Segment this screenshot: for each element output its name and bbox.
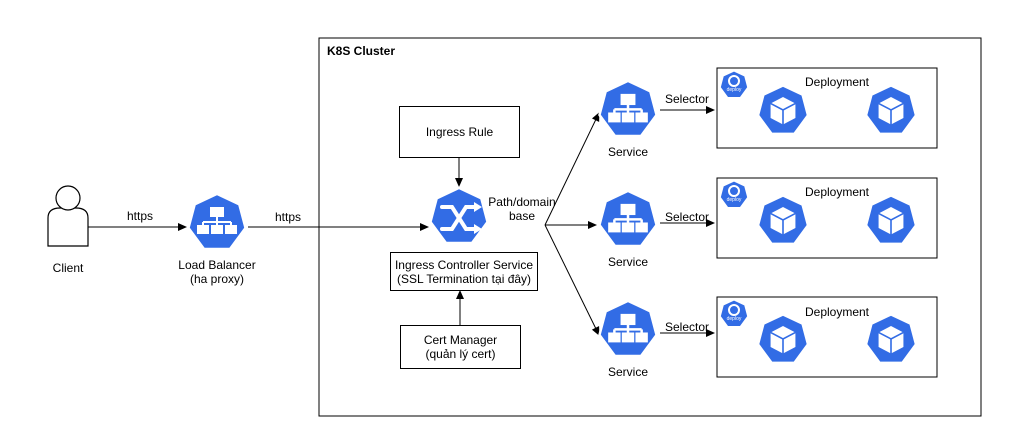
selector-label-3: Selector [664, 320, 710, 334]
pod-icon [866, 196, 916, 244]
ingress-controller-service-box: Ingress Controller Service (SSL Terminat… [390, 252, 538, 291]
pod-icon [758, 315, 808, 363]
selector-label-1: Selector [664, 92, 710, 106]
cert-manager-line2: (quản lý cert) [425, 347, 496, 361]
ingress-controller-line2: (SSL Termination tại đây) [396, 271, 532, 286]
deployment-label-2: Deployment [804, 185, 870, 199]
deployment-label-3: Deployment [804, 305, 870, 319]
deploy-badge-text-3: deploy [726, 316, 742, 322]
service-icon [599, 81, 656, 136]
edge-label-client-lb: https [126, 209, 153, 223]
deploy-icon [719, 180, 749, 209]
pod-icon [866, 86, 916, 134]
ingress-rule-box: Ingress Rule [399, 106, 520, 158]
cert-manager-box: Cert Manager (quản lý cert) [400, 325, 521, 369]
service-label-1: Service [607, 145, 648, 159]
edge-label-lb-ingress: https [274, 210, 301, 224]
cluster-title: K8S Cluster [327, 44, 396, 58]
edge-ingress-service-1 [544, 112, 600, 226]
deploy-icon [719, 299, 749, 328]
deploy-badge-text-1: deploy [726, 87, 742, 93]
service-icon [599, 301, 656, 356]
path-domain-label: Path/domain base [488, 195, 556, 223]
pod-icon [866, 315, 916, 363]
service-label-2: Service [607, 255, 648, 269]
deployment-label-1: Deployment [804, 75, 870, 89]
pod-icon [758, 196, 808, 244]
cert-manager-line1: Cert Manager [423, 333, 498, 347]
load-balancer-label: Load Balancer (ha proxy) [178, 258, 256, 286]
ingress-controller-line1: Ingress Controller Service [394, 257, 534, 272]
service-label-3: Service [607, 365, 648, 379]
client-label: Client [52, 261, 84, 275]
ingress-rule-label: Ingress Rule [425, 125, 494, 139]
selector-label-2: Selector [664, 210, 710, 224]
pod-icon [758, 86, 808, 134]
ingress-icon [429, 186, 489, 245]
edge-ingress-service-3 [544, 224, 600, 336]
deploy-badge-text-2: deploy [726, 197, 742, 203]
load-balancer-icon [187, 192, 247, 251]
deploy-icon [719, 70, 749, 99]
service-icon [599, 191, 656, 246]
user-icon [47, 185, 89, 247]
